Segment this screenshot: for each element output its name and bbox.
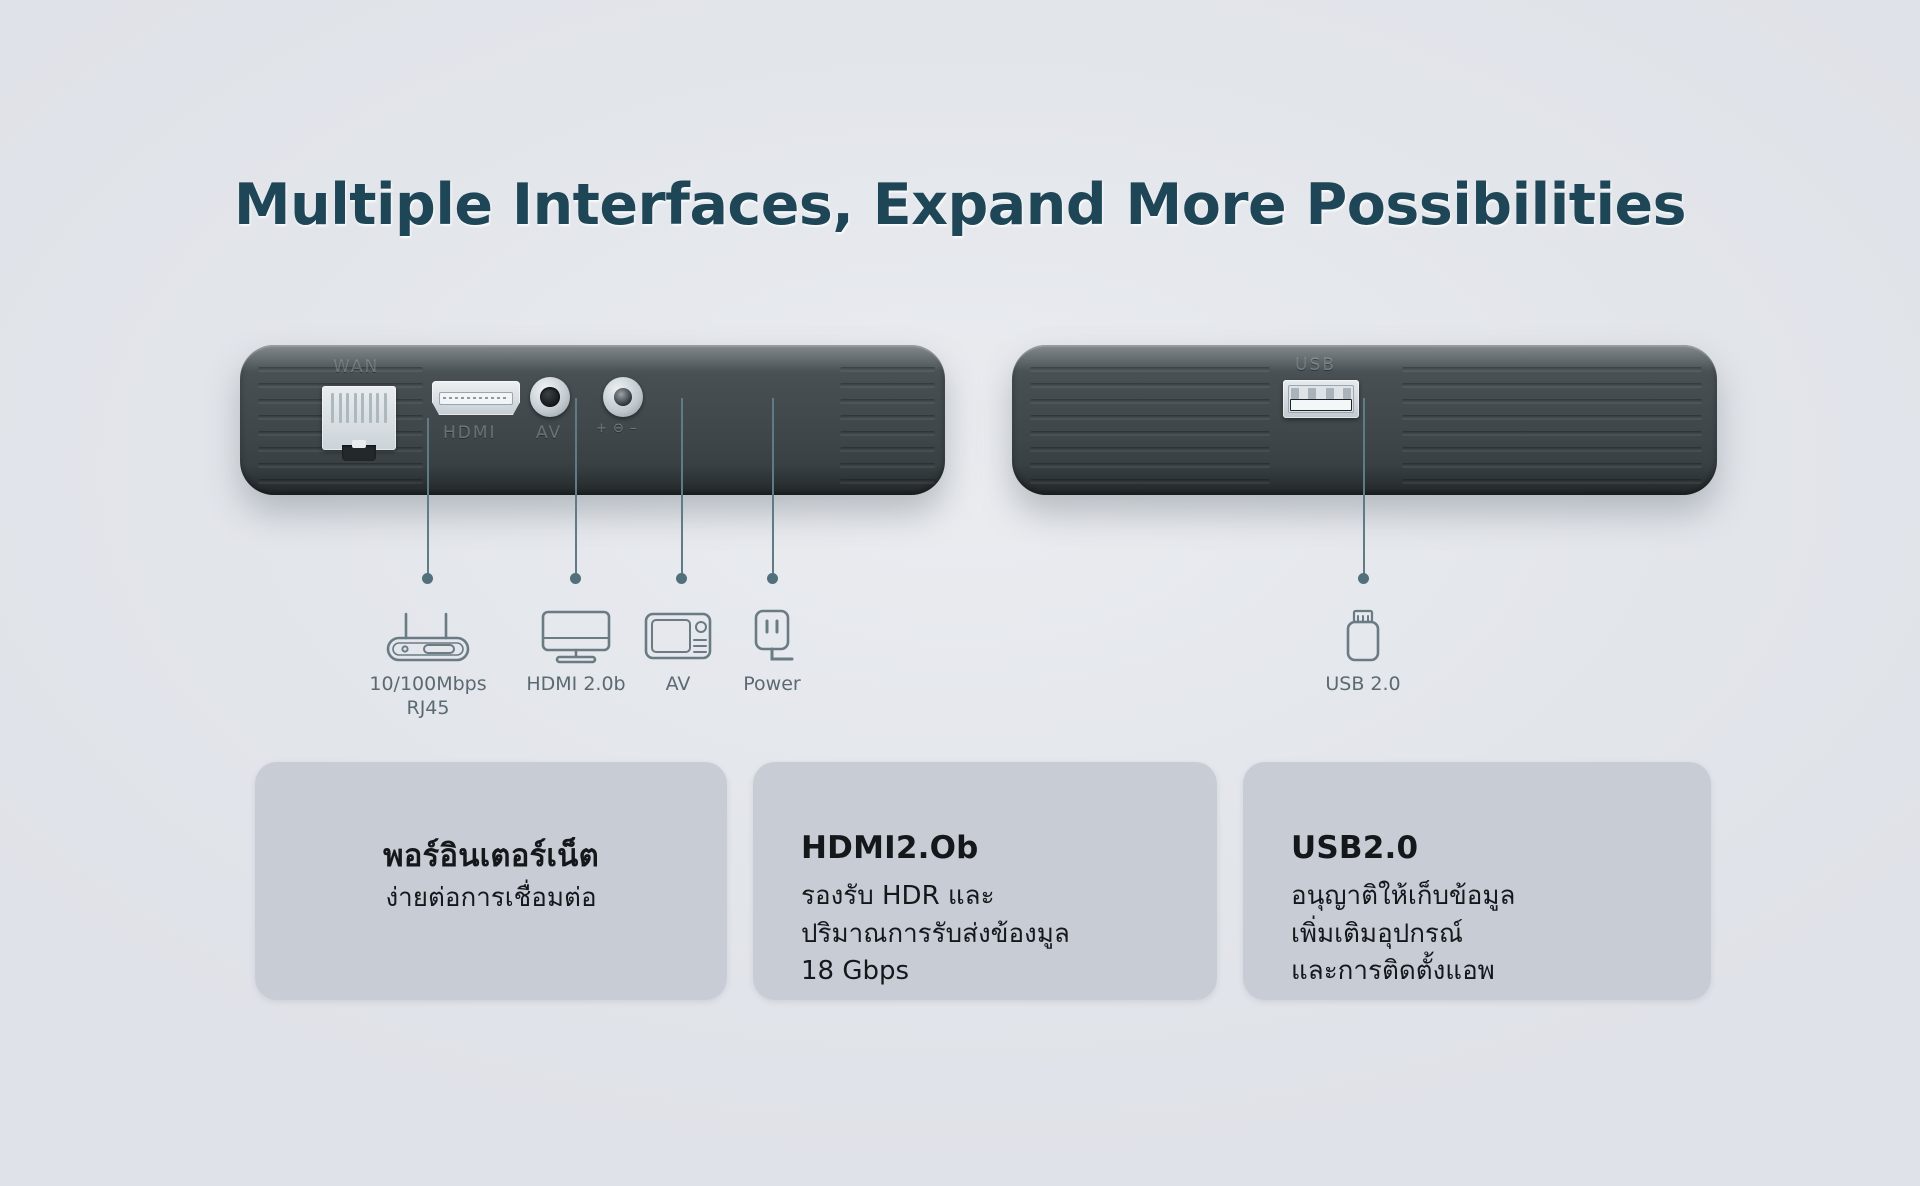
leader-dot-rj45 [422,573,433,584]
rj45-pins [331,393,387,423]
leader-line-av [681,398,683,578]
leader-line-power [772,398,774,578]
leader-dot-hdmi [570,573,581,584]
port-item-power: Power [714,608,830,697]
device-bottom-shadow [240,465,945,495]
vent-ribs-right-2 [1402,367,1702,495]
device-top-highlight [240,345,945,371]
leader-line-hdmi [575,398,577,578]
port-item-usb: USB 2.0 [1298,608,1428,697]
av-emboss-label: AV [536,423,563,443]
leader-dot-usb [1358,573,1369,584]
rj45-latch [342,445,376,461]
port-item-rj45: 10/100Mbps RJ45 [358,608,498,721]
feature-card-hdmi: HDMI2.Ob รองรับ HDR และ ปริมาณการรับส่งข… [753,762,1217,1000]
power-plug-icon [714,608,830,664]
feature-card-title: USB2.0 [1291,830,1419,866]
hdmi-emboss-label: HDMI [443,423,497,443]
port-item-av: AV [626,608,730,697]
rj45-notch [352,440,366,448]
port-label-usb: USB 2.0 [1325,673,1401,695]
usb-tongue [1290,399,1352,411]
port-label-av: AV [665,673,691,695]
feature-card-internet: พอร์อินเตอร์เน็ต ง่ายต่อการเชื่อมต่อ [255,762,727,1000]
av-tv-icon [626,608,730,664]
feature-card-usb: USB2.0 อนุญาติให้เก็บข้อมูล เพิ่มเติมอุป… [1243,762,1711,1000]
leader-dot-av [676,573,687,584]
usb-a-port [1283,380,1359,418]
device-top-highlight-2 [1012,345,1717,371]
usb-contacts [1291,388,1351,399]
leader-line-rj45 [427,418,429,578]
page-title: Multiple Interfaces, Expand More Possibi… [233,172,1687,238]
dc-polarity-marking: + ⊖ – [596,421,638,436]
router-icon [358,608,498,664]
usb-drive-icon [1298,608,1428,664]
leader-line-usb [1363,398,1365,578]
device-rear-panel: WAN HDMI AV + ⊖ – [240,345,945,495]
feature-card-body: อนุญาติให้เก็บข้อมูล เพิ่มเติมอุปกรณ์ แล… [1291,881,1516,987]
rj45-port [322,386,396,461]
monitor-icon [508,608,644,664]
port-label-hdmi: HDMI 2.0b [526,673,626,695]
port-label-rj45: 10/100Mbps RJ45 [369,673,487,719]
port-label-power: Power [743,673,801,695]
leader-dot-power [767,573,778,584]
usb-emboss-label: USB [1295,355,1336,375]
vent-ribs-right [840,367,935,495]
feature-card-title: พอร์อินเตอร์เน็ต [383,838,599,874]
port-item-hdmi: HDMI 2.0b [508,608,644,697]
hdmi-slot [439,392,513,405]
feature-card-body: รองรับ HDR และ ปริมาณการรับส่งข้องมูล 18… [801,881,1070,987]
feature-card-title: HDMI2.Ob [801,830,979,866]
wan-emboss-label: WAN [333,357,380,377]
feature-card-body: ง่ายต่อการเชื่อมต่อ [385,883,597,913]
hdmi-port [432,381,520,415]
vent-ribs-left-2 [1030,367,1270,495]
av-jack-port [530,377,570,417]
power-jack-port [603,377,643,417]
